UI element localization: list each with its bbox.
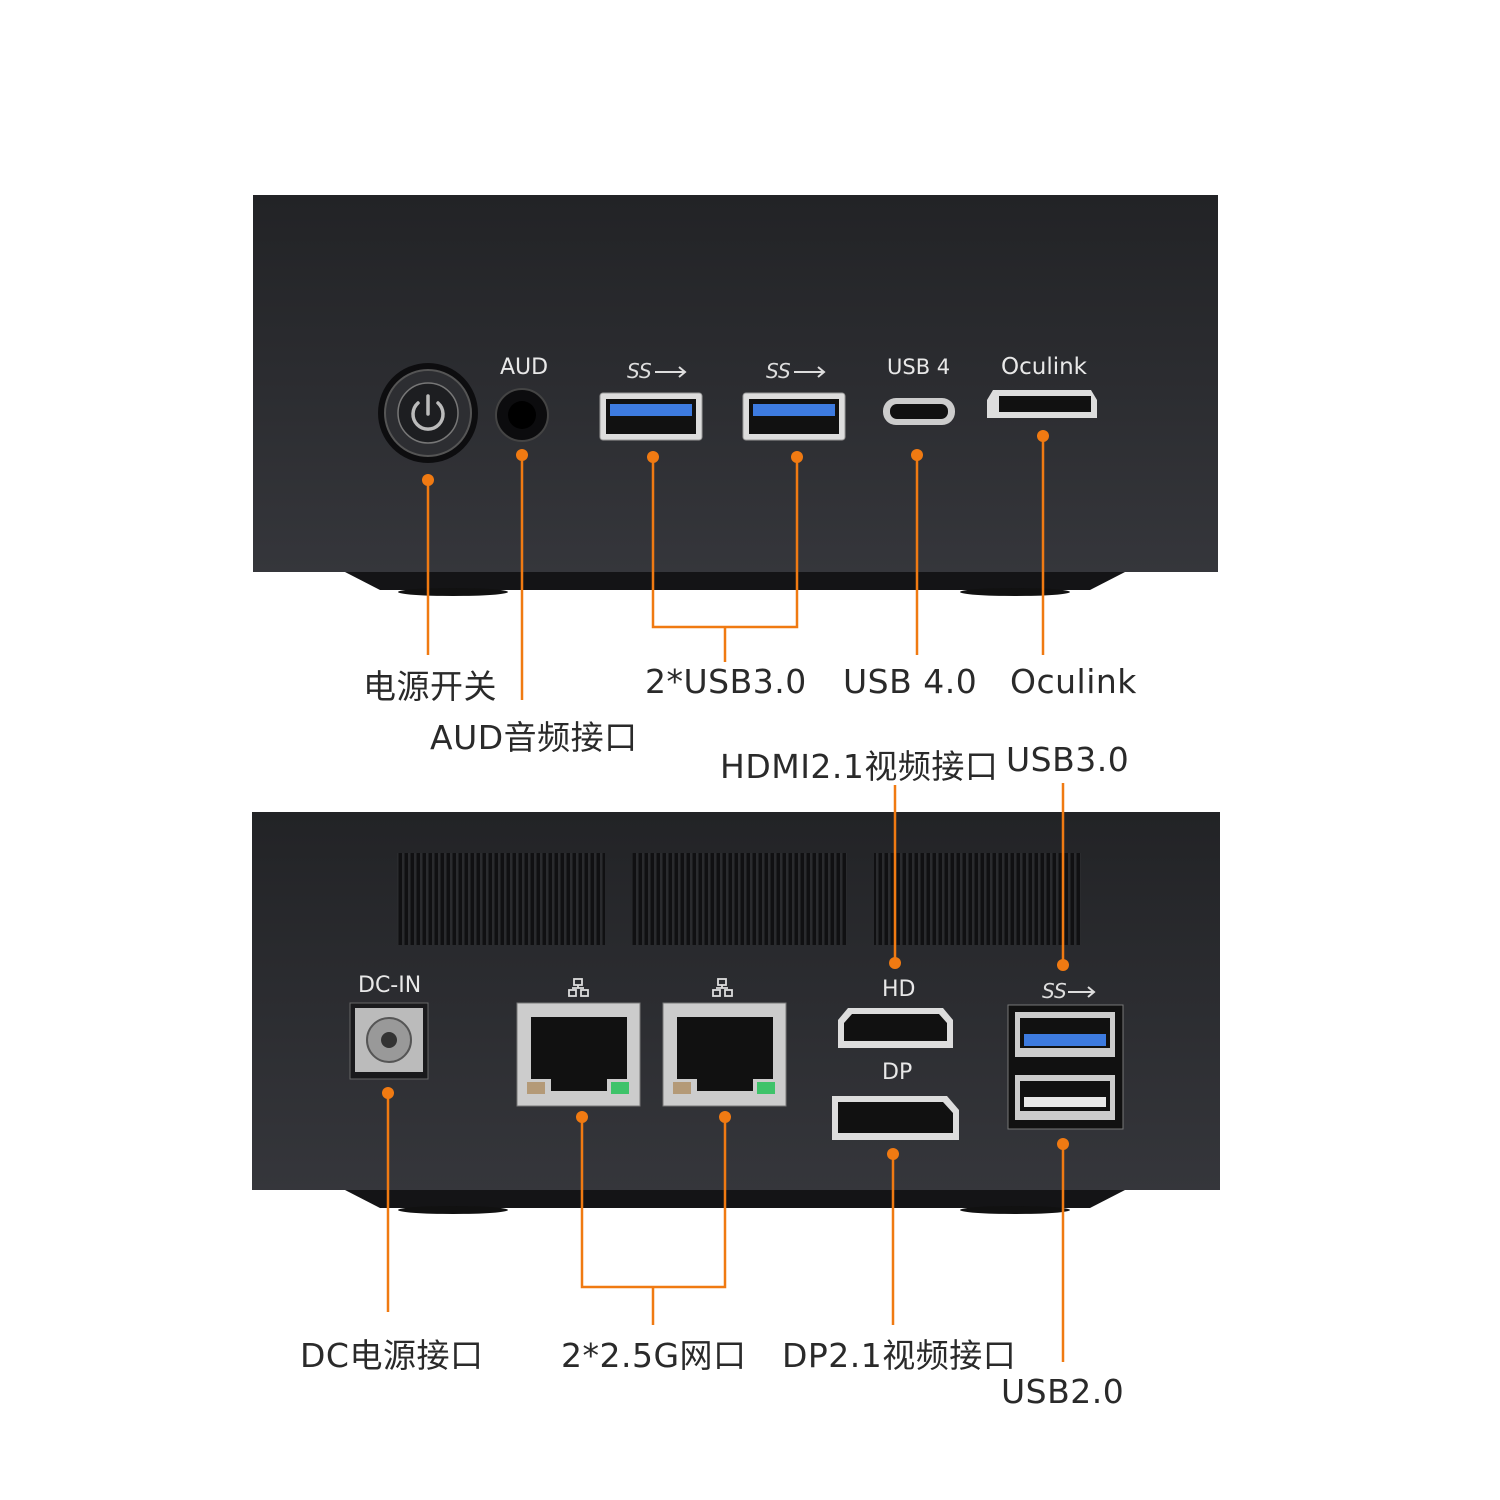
vent	[632, 853, 847, 945]
port-label-usb4: USB 4	[887, 355, 951, 379]
callout-usb20: USB2.0	[1001, 1372, 1125, 1411]
rj45-port-2	[662, 1002, 787, 1107]
callout-dc: DC电源接口	[300, 1336, 484, 1375]
vent	[874, 853, 1081, 945]
port-label-aud: AUD	[500, 355, 549, 380]
oculink-port	[987, 390, 1097, 418]
svg-text:SS: SS	[627, 359, 652, 383]
callout-power: 电源开关	[363, 667, 497, 706]
usb-stack-port	[1007, 1004, 1124, 1130]
callout-dp: DP2.1视频接口	[782, 1336, 1017, 1375]
audio-jack	[495, 388, 549, 442]
callout-oculink: Oculink	[1010, 662, 1137, 701]
rj45-port-1	[516, 1002, 641, 1107]
usb3-port-2	[742, 392, 846, 441]
leader-usb30-front	[651, 457, 799, 662]
callout-usb30-front: 2*USB3.0	[645, 662, 807, 701]
network-icon	[568, 978, 733, 997]
leader-lan	[580, 1117, 727, 1325]
svg-text:SS: SS	[766, 359, 791, 383]
svg-text:SS: SS	[1042, 979, 1067, 1003]
callout-lan: 2*2.5G网口	[561, 1336, 747, 1375]
usb3-port-1	[599, 392, 703, 441]
callout-usb30-rear: USB3.0	[1006, 740, 1130, 779]
superspeed-usb-icon: SS	[1042, 979, 1096, 1003]
callout-aud: AUD音频接口	[430, 718, 638, 757]
port-label-oculink: Oculink	[1001, 354, 1088, 380]
displayport-port	[832, 1096, 959, 1140]
callout-usb40: USB 4.0	[843, 662, 978, 701]
front-device: SS SS	[253, 195, 1218, 596]
callout-hdmi: HDMI2.1视频接口	[720, 747, 999, 786]
hdmi-port	[838, 1008, 953, 1048]
superspeed-usb-icon: SS SS	[627, 359, 826, 383]
dc-in-port	[349, 1002, 429, 1080]
power-button	[378, 363, 478, 463]
usb-c-port	[883, 398, 955, 425]
callout-lines	[386, 436, 1065, 1362]
vent	[397, 853, 605, 945]
port-label-dc-in: DC-IN	[358, 973, 422, 998]
port-label-hd: HD	[882, 977, 916, 1002]
power-icon	[411, 394, 445, 431]
port-label-dp: DP	[882, 1060, 913, 1085]
callout-dots	[382, 430, 1069, 1160]
rear-device: SS	[252, 812, 1220, 1214]
